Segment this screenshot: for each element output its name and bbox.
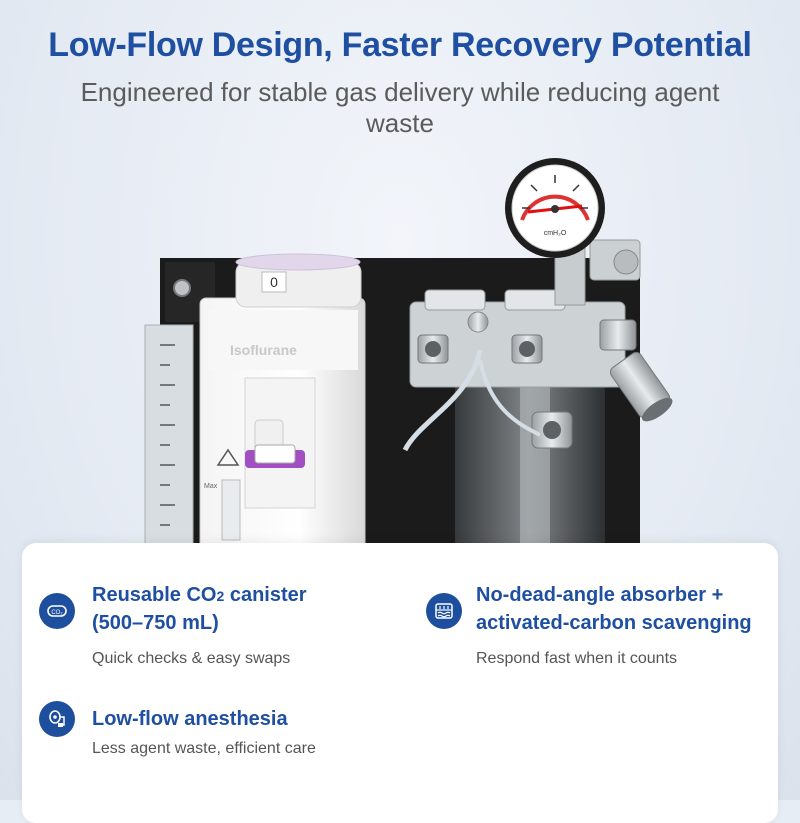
feature-desc-absorber: Respond fast when it counts xyxy=(476,650,678,667)
page-title: Low-Flow Design, Faster Recovery Potenti… xyxy=(48,26,752,64)
level-window xyxy=(221,479,241,541)
sample-tube xyxy=(402,349,483,452)
feature-card: CO₂ Reusable CO2 canister (500–750 mL) Q… xyxy=(22,543,778,823)
feature-title-low-flow: Low-flow anesthesia xyxy=(92,708,288,730)
svg-text:CO₂: CO₂ xyxy=(51,610,63,616)
anesthesia-mask-icon xyxy=(39,701,75,737)
feature-title-scavenging: activated-carbon scavenging xyxy=(476,612,752,634)
vaporizer-label: Isoflurane xyxy=(230,342,297,358)
feature-title-absorber: No-dead-angle absorber + xyxy=(476,584,724,606)
anesthesia-machine-image: cmH₂O Isoflurane 0 Max xyxy=(144,158,673,565)
absorber-filter-icon xyxy=(426,593,462,629)
feature-desc-co2-canister: Quick checks & easy swaps xyxy=(92,650,291,667)
feature-title-co2-canister: Reusable CO2 canister xyxy=(92,584,307,606)
flowmeter-tube xyxy=(144,324,194,556)
feature-desc-low-flow: Less agent waste, efficient care xyxy=(92,740,316,757)
dial-value: 0 xyxy=(270,274,278,290)
co2-canister-icon: CO₂ xyxy=(39,593,75,629)
gauge-unit-label: cmH₂O xyxy=(544,230,567,237)
panel-screw xyxy=(173,279,191,297)
feature-title-co2-capacity: (500–750 mL) xyxy=(92,612,219,634)
level-max-label: Max xyxy=(204,483,218,490)
page-subtitle: Engineered for stable gas delivery while… xyxy=(80,77,720,138)
